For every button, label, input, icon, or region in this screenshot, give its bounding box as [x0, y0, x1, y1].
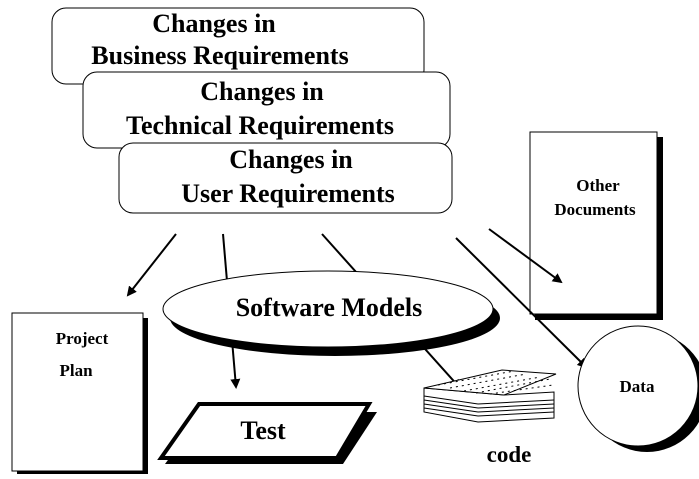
business-box-line1: Changes in — [152, 9, 276, 38]
business-requirements-box: Changes in Business Requirements — [51, 7, 425, 85]
project-plan-line2: Plan — [59, 361, 93, 380]
code-stack-icon: code — [423, 369, 557, 467]
technical-box-line1: Changes in — [200, 77, 324, 106]
project-plan-line1: Project — [56, 329, 109, 348]
test-shape: Test — [157, 402, 377, 464]
project-plan-shape: Project Plan — [11, 312, 148, 474]
data-label: Data — [620, 377, 655, 396]
technical-requirements-box: Changes in Technical Requirements — [82, 71, 451, 149]
software-models-ellipse: Software Models — [162, 270, 500, 356]
user-requirements-box: Changes in User Requirements — [118, 142, 453, 214]
test-label: Test — [240, 416, 286, 445]
data-shape: Data — [577, 325, 699, 452]
arrow-to-data — [455, 237, 588, 369]
code-label: code — [487, 442, 532, 467]
other-documents-shape: Other Documents — [529, 131, 663, 320]
business-box-line2: Business Requirements — [91, 41, 348, 70]
user-box-line1: Changes in — [229, 145, 353, 174]
arrow-to-other-documents — [488, 228, 563, 284]
technical-box-line2: Technical Requirements — [126, 111, 394, 140]
other-documents-line1: Other — [576, 176, 620, 195]
other-documents-line2: Documents — [554, 200, 636, 219]
software-models-label: Software Models — [236, 293, 423, 322]
user-box-line2: User Requirements — [181, 179, 395, 208]
arrow-to-project-plan — [126, 233, 177, 297]
